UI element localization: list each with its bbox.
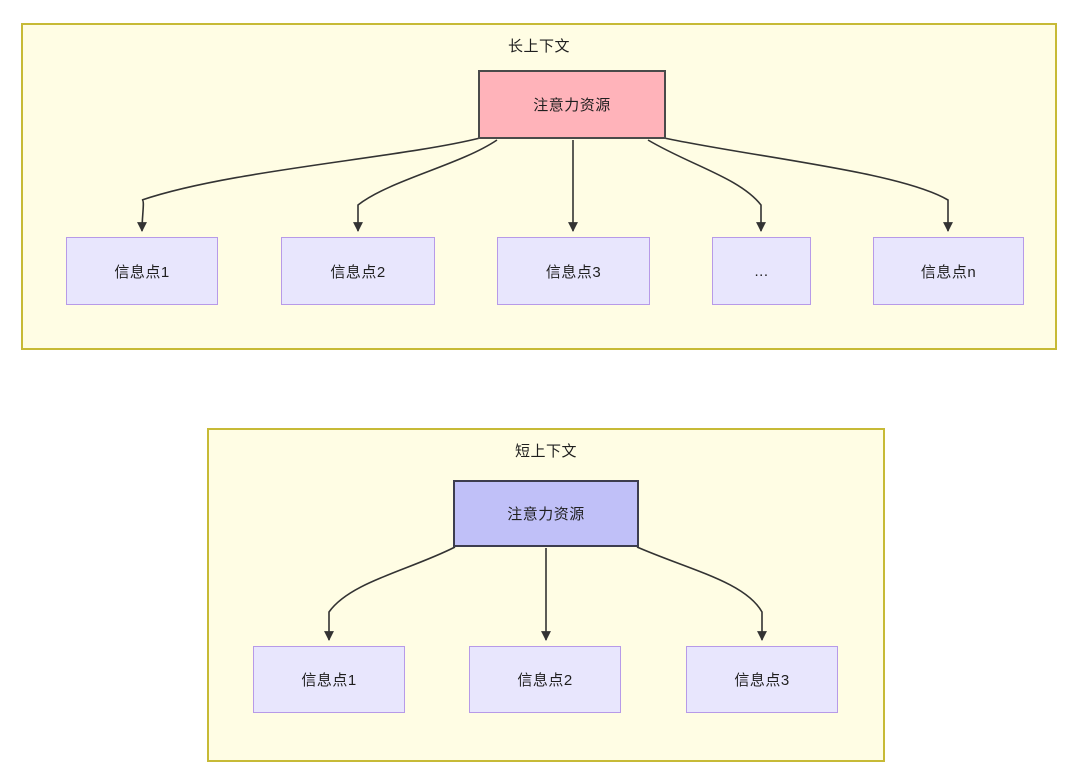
node-info-point-long-context-1-label: 信息点1 [114,263,170,281]
group-short-context-title: 短上下文 [514,443,577,460]
node-attention-resource-short-context-label: 注意力资源 [507,506,585,523]
node-info-point-long-context-1[interactable]: 信息点1 [66,237,218,305]
group-long-context-title: 长上下文 [507,38,570,55]
node-info-point-long-context-3[interactable]: 信息点3 [497,237,650,305]
node-info-point-short-context-2-label: 信息点2 [517,672,573,689]
node-info-point-long-context-5[interactable]: 信息点n [873,237,1024,305]
node-info-point-long-context-2-label: 信息点2 [330,263,386,281]
node-info-point-short-context-1-label: 信息点1 [301,672,357,689]
node-info-point-short-context-3[interactable]: 信息点3 [686,646,838,713]
node-info-point-long-context-3-label: 信息点3 [545,263,602,281]
node-info-point-short-context-3-label: 信息点3 [734,672,790,689]
node-info-point-long-context-4[interactable]: ... [712,237,811,305]
node-info-point-long-context-4-label: ... [754,262,769,280]
node-info-point-short-context-2[interactable]: 信息点2 [469,646,621,713]
node-info-point-long-context-2[interactable]: 信息点2 [281,237,435,305]
node-attention-resource-short-context[interactable]: 注意力资源 [453,480,639,547]
node-attention-resource-long-context-label: 注意力资源 [533,97,611,114]
node-attention-resource-long-context[interactable]: 注意力资源 [478,70,666,139]
node-info-point-short-context-1[interactable]: 信息点1 [253,646,405,713]
node-info-point-long-context-5-label: 信息点n [920,263,977,281]
